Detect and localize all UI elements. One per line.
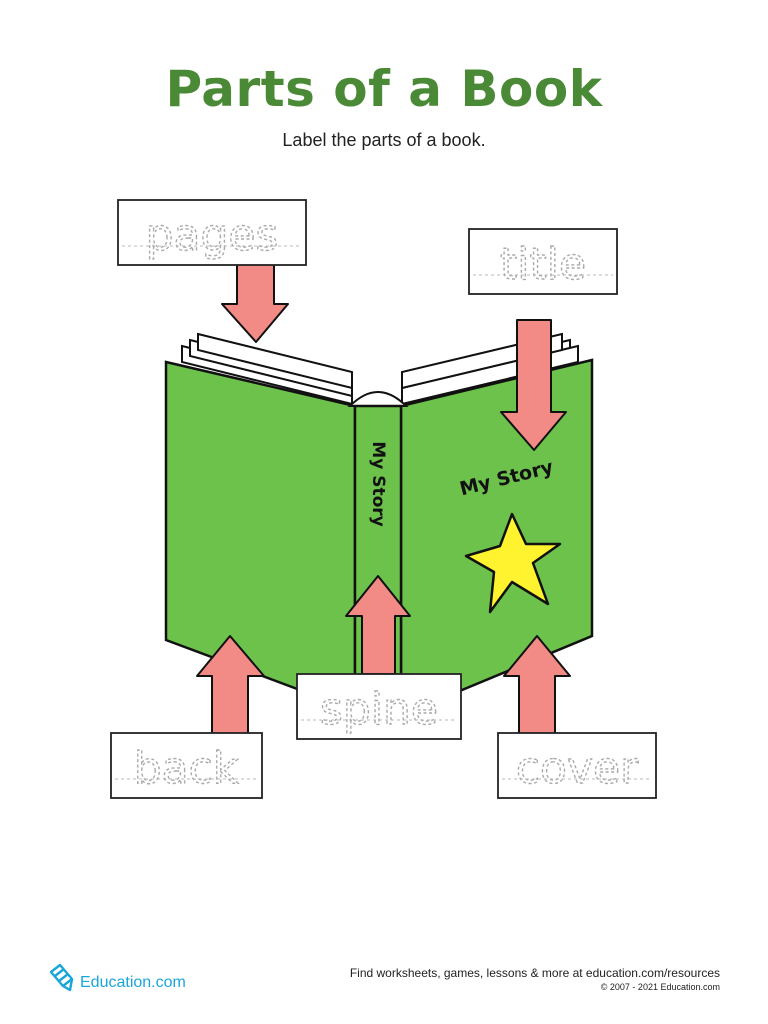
pages-trace-word: pages [146, 210, 279, 261]
book-spine-top [350, 392, 406, 406]
book-front-cover [401, 360, 592, 690]
arrow-down-icon [222, 264, 288, 342]
pencil-icon [48, 962, 76, 992]
back-trace-word: back [134, 743, 239, 794]
book-back-cover [166, 362, 355, 690]
brand-name: Education.com [80, 974, 186, 992]
spine-text: My Story [368, 441, 388, 526]
spine-trace-word: spine [320, 684, 438, 735]
education-logo[interactable]: Education.com [48, 962, 186, 992]
cover-trace-word: cover [516, 743, 639, 794]
title-trace-word: title [500, 239, 586, 290]
footer-copyright: © 2007 - 2021 Education.com [350, 982, 720, 992]
footer: Find worksheets, games, lessons & more a… [350, 966, 720, 992]
footer-tagline[interactable]: Find worksheets, games, lessons & more a… [350, 966, 720, 980]
